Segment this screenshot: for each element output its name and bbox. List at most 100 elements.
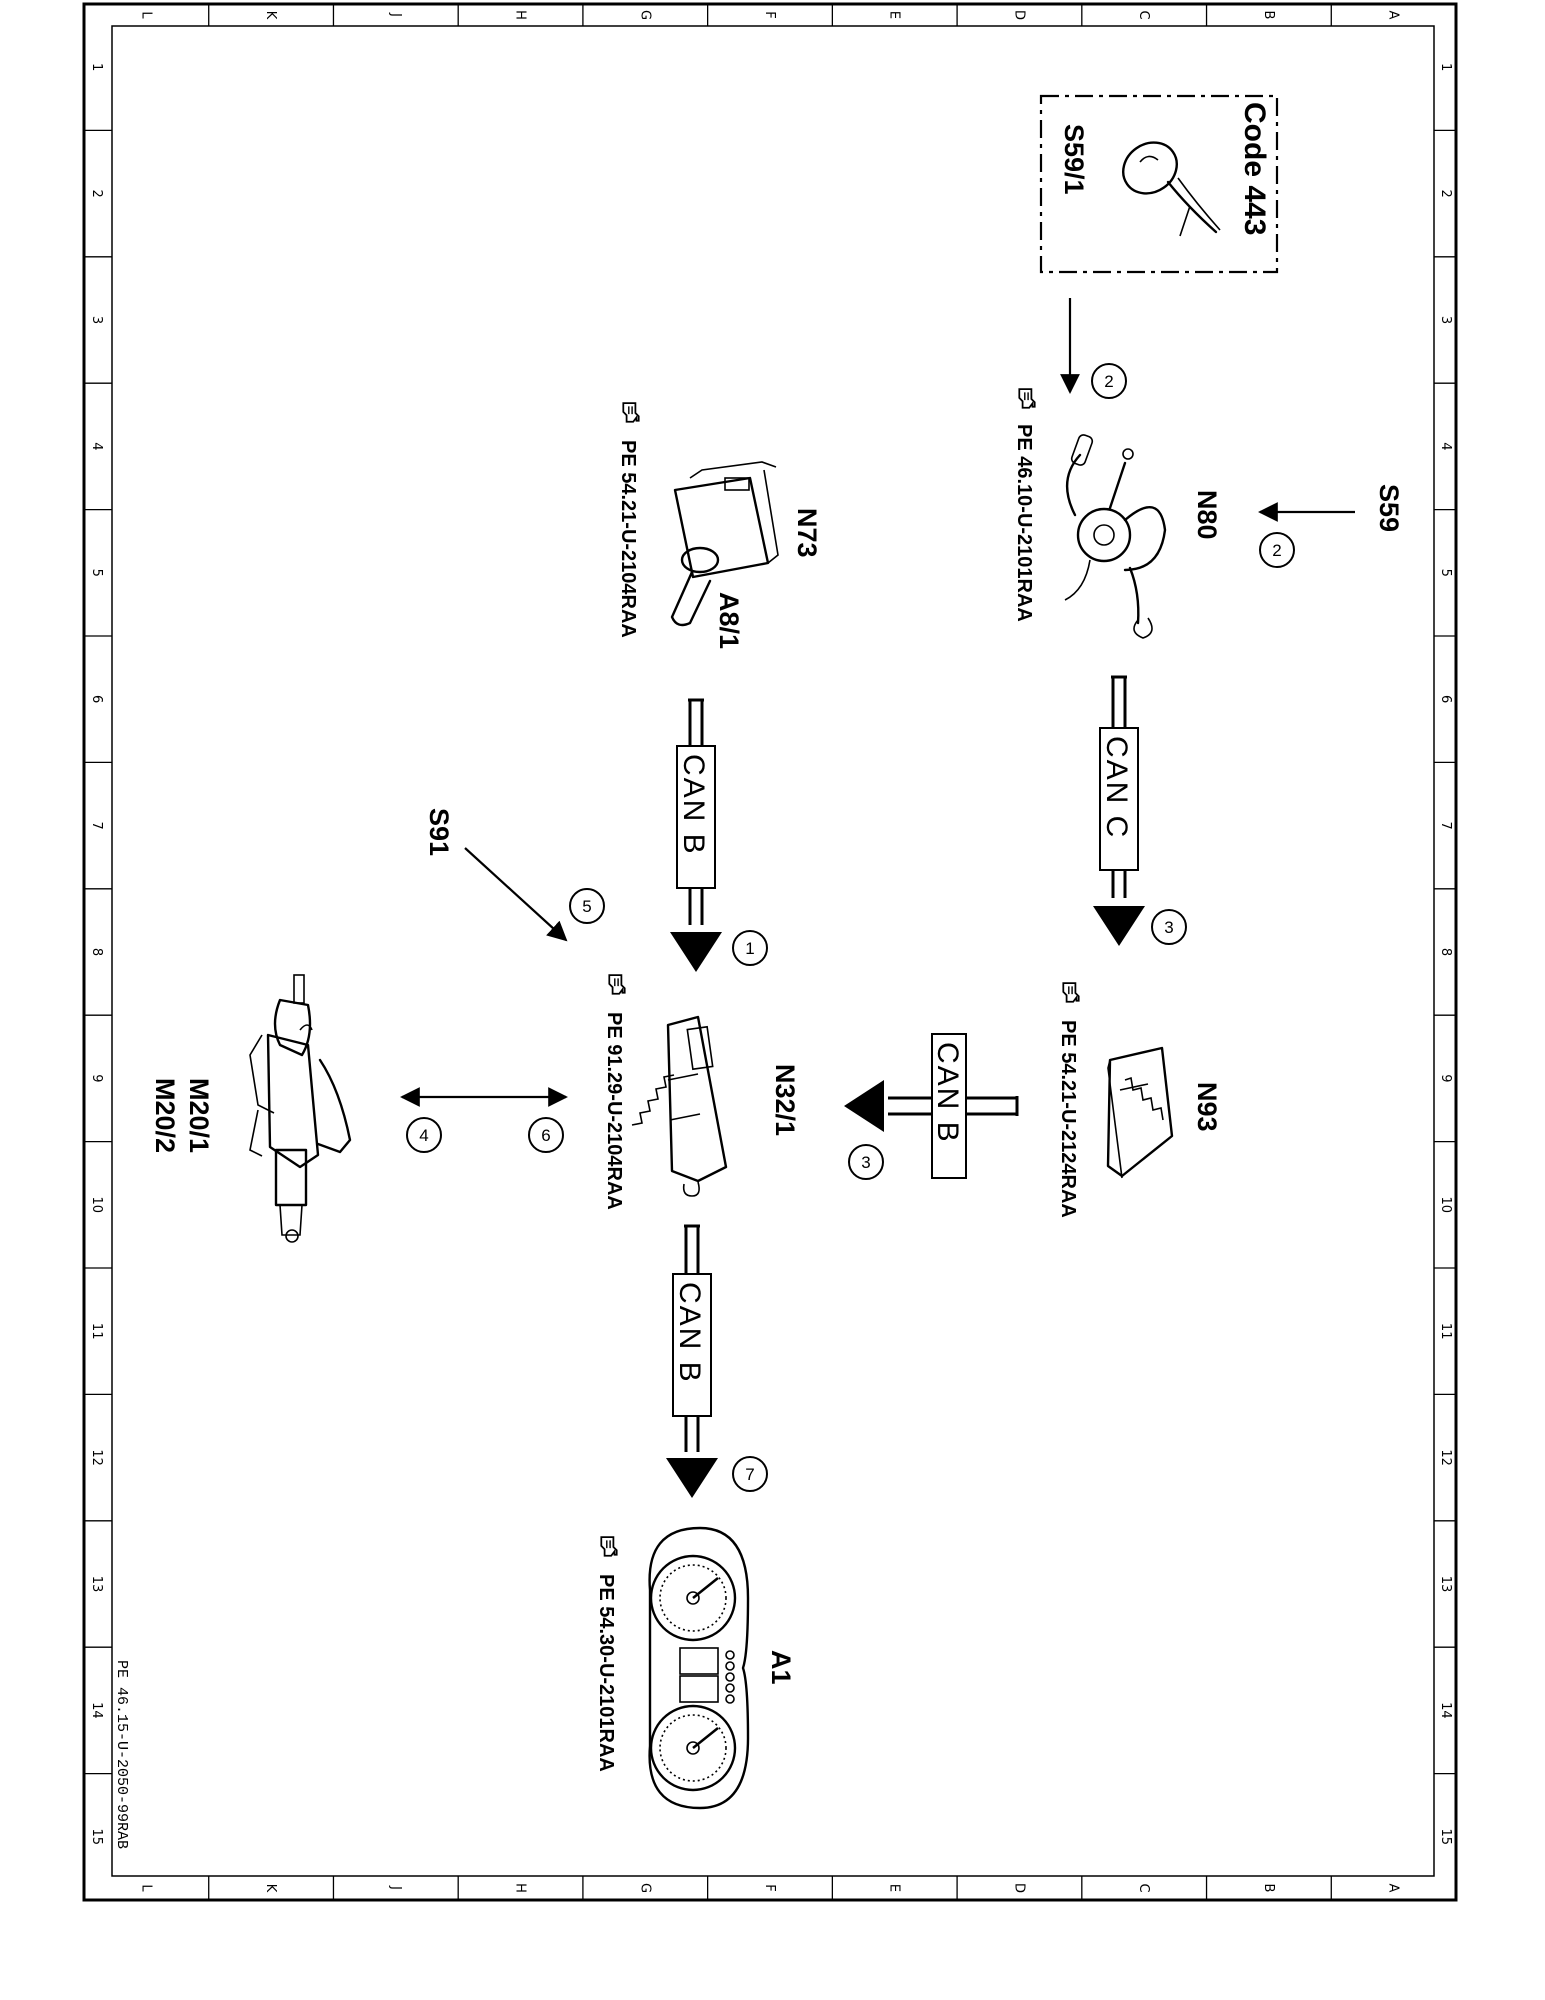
step-number: 1 xyxy=(745,939,754,958)
can-c-bus-arrow: CAN C xyxy=(1093,675,1145,946)
ref-n93-text: PE 54.21-U-2124RAA xyxy=(1057,1020,1079,1218)
can-b-label-1: CAN B xyxy=(677,754,710,856)
can-b-label-2: CAN B xyxy=(931,1042,964,1144)
step-number: 3 xyxy=(861,1153,870,1172)
row-label-left: 5 xyxy=(89,569,104,577)
row-label-right: 7 xyxy=(1438,821,1453,829)
step-badge: 3 xyxy=(848,1144,884,1180)
row-label-left: 9 xyxy=(89,1074,104,1082)
row-label-left: 11 xyxy=(89,1323,104,1340)
step-badge: 2 xyxy=(1259,532,1295,568)
row-label-left: 2 xyxy=(89,189,104,197)
column-label-bottom: B xyxy=(1261,1884,1276,1893)
m20-2-label: M20/2 xyxy=(150,1078,180,1153)
step-number: 2 xyxy=(1104,372,1113,391)
row-label-right: 2 xyxy=(1438,189,1453,197)
can-b-bus-arrow-3: CAN B xyxy=(666,1224,718,1498)
n93-label: N93 xyxy=(1192,1082,1222,1132)
row-label-left: 13 xyxy=(89,1576,104,1593)
column-label-bottom: K xyxy=(263,1884,278,1893)
column-label-top: J xyxy=(388,12,403,17)
seat-motor-icon xyxy=(249,974,352,1243)
column-label-top: E xyxy=(887,11,902,19)
s59-1-label: S59/1 xyxy=(1059,124,1089,195)
column-label-bottom: G xyxy=(637,1883,652,1893)
document-number: PE 46.15-U-2050-99RAB xyxy=(113,1660,130,1849)
row-label-right: 13 xyxy=(1438,1576,1453,1593)
column-label-bottom: J xyxy=(388,1885,403,1890)
row-label-right: 14 xyxy=(1438,1702,1453,1719)
row-label-right: 15 xyxy=(1438,1829,1453,1846)
column-label-bottom: D xyxy=(1011,1883,1026,1893)
step-number: 2 xyxy=(1272,541,1281,560)
column-label-top: H xyxy=(513,10,528,20)
step-badge: 2 xyxy=(1091,363,1127,399)
can-b-bus-arrow-1: CAN B xyxy=(670,698,722,972)
row-label-left: 14 xyxy=(89,1702,104,1719)
step-number: 5 xyxy=(582,897,591,916)
a8-1-label: A8/1 xyxy=(714,592,744,649)
row-label-right: 11 xyxy=(1438,1323,1453,1340)
step-badge: 5 xyxy=(569,888,605,924)
gateway-module-icon xyxy=(1106,1046,1174,1179)
can-b-label-3: CAN B xyxy=(673,1282,706,1384)
row-label-right: 9 xyxy=(1438,1074,1453,1082)
row-label-right: 8 xyxy=(1438,948,1453,956)
column-label-bottom: C xyxy=(1136,1883,1151,1892)
column-label-top: L xyxy=(138,11,153,19)
row-label-left: 6 xyxy=(89,695,104,703)
column-label-top: K xyxy=(263,11,278,20)
step-badge: 3 xyxy=(1151,909,1187,945)
reference-a1: PE 54.30-U-2101RAA xyxy=(595,1536,618,1772)
row-label-left: 10 xyxy=(89,1197,104,1214)
column-label-top: B xyxy=(1261,11,1276,20)
step-number: 7 xyxy=(745,1465,754,1484)
row-label-left: 15 xyxy=(89,1829,104,1846)
reference-n73: PE 54.21-U-2104RAA xyxy=(617,402,640,638)
row-label-left: 7 xyxy=(89,821,104,829)
column-label-bottom: A xyxy=(1386,1884,1401,1893)
steering-column-module-icon xyxy=(1064,434,1167,639)
a1-label: A1 xyxy=(766,1650,796,1685)
step-badge: 1 xyxy=(732,930,768,966)
lever-switch-icon xyxy=(1122,141,1221,237)
column-label-top: G xyxy=(637,10,652,20)
row-label-right: 5 xyxy=(1438,569,1453,577)
reference-n32-1: PE 91.29-U-2104RAA xyxy=(603,974,626,1210)
reference-n80: PE 46.10-U-2101RAA xyxy=(1013,388,1036,622)
step-number: 6 xyxy=(541,1126,550,1145)
column-label-top: D xyxy=(1011,10,1026,20)
row-label-right: 6 xyxy=(1438,695,1453,703)
row-label-right: 3 xyxy=(1438,316,1453,324)
step-number: 3 xyxy=(1164,918,1173,937)
ignition-switch-icon xyxy=(670,461,779,627)
grid-ticks xyxy=(84,4,1456,1900)
row-label-left: 12 xyxy=(89,1449,104,1466)
n73-label: N73 xyxy=(792,508,822,558)
ref-n80-text: PE 46.10-U-2101RAA xyxy=(1013,424,1035,622)
column-label-bottom: L xyxy=(138,1884,153,1892)
ref-n73-text: PE 54.21-U-2104RAA xyxy=(617,440,639,638)
step-badge: 6 xyxy=(528,1117,564,1153)
step-badge: 7 xyxy=(732,1456,768,1492)
ref-n32-1-text: PE 91.29-U-2104RAA xyxy=(603,1012,625,1210)
reference-n93: PE 54.21-U-2124RAA xyxy=(1057,982,1080,1218)
s59-label: S59 xyxy=(1374,484,1404,532)
column-label-top: C xyxy=(1136,10,1151,19)
row-label-right: 1 xyxy=(1438,63,1453,71)
control-unit-icon xyxy=(631,1015,728,1197)
row-label-left: 3 xyxy=(89,316,104,324)
can-c-label: CAN C xyxy=(1100,736,1133,839)
row-label-right: 12 xyxy=(1438,1449,1453,1466)
ref-a1-text: PE 54.30-U-2101RAA xyxy=(595,1574,617,1772)
column-label-top: F xyxy=(762,11,777,18)
arrow-s91-to-n32-1 xyxy=(464,847,568,942)
m20-1-label: M20/1 xyxy=(184,1078,214,1153)
code-443-label: Code 443 xyxy=(1238,102,1271,235)
row-label-right: 10 xyxy=(1438,1197,1453,1214)
column-label-bottom: E xyxy=(887,1884,902,1892)
row-label-left: 1 xyxy=(89,63,104,71)
